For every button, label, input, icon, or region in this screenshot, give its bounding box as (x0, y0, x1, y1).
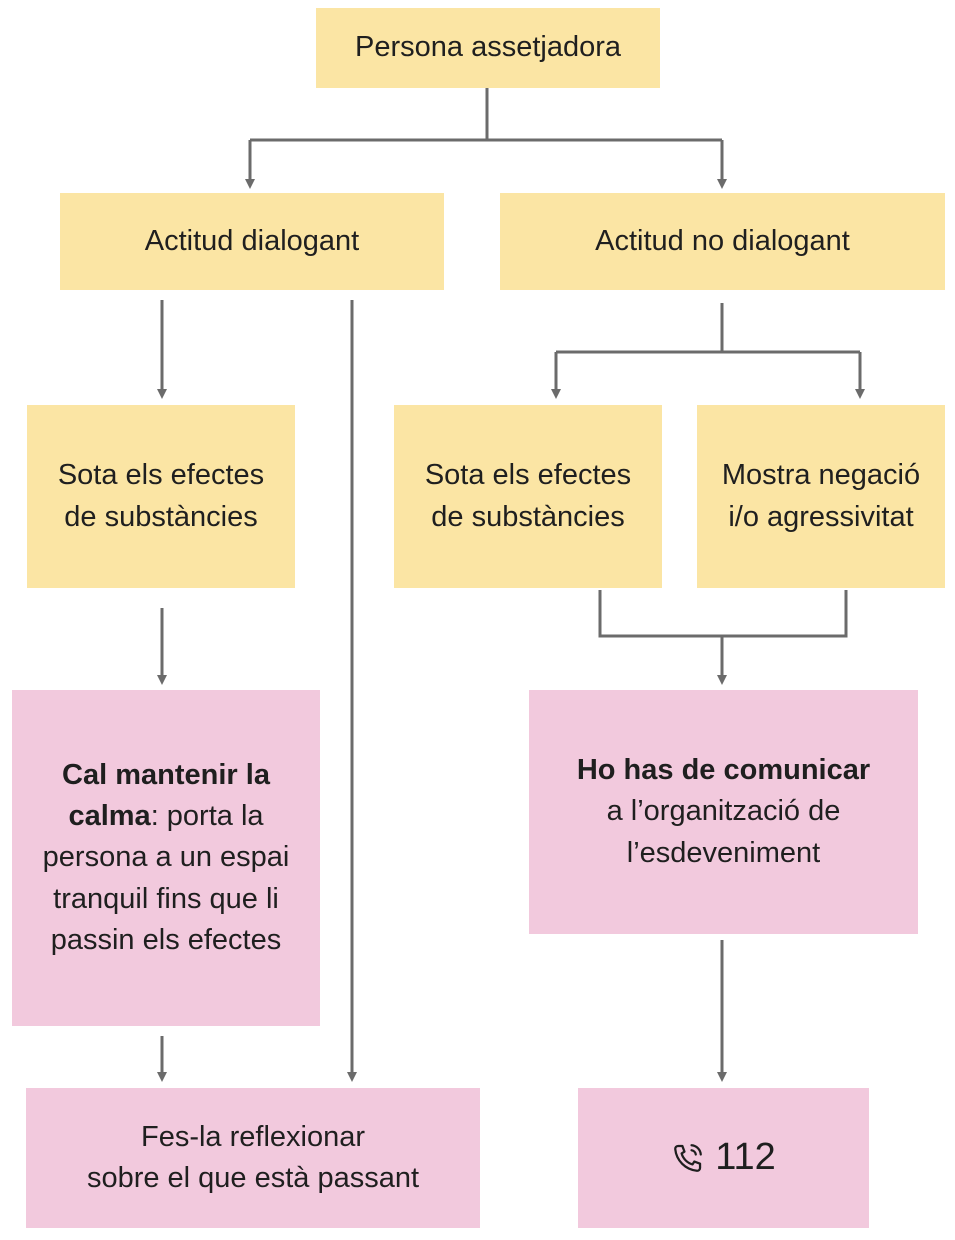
telefon-number: 112 (715, 1136, 776, 1179)
node-persona-assetjadora-text: Persona assetjadora (355, 31, 621, 64)
node-actitud-dialogant-text: Actitud dialogant (144, 224, 360, 257)
node-substancies-right-line2: de substàncies (431, 500, 625, 533)
node-substancies-left-line2: de substàncies (64, 500, 258, 533)
node-substancies-left-line1: Sota els efectes (57, 459, 265, 492)
phone-icon (671, 1141, 705, 1175)
node-substancies-right-line1: Sota els efectes (424, 459, 632, 492)
node-reflexionar-line2: sobre el que està passant (86, 1162, 420, 1194)
node-comunicar-bold: Ho has de comunicar (576, 754, 871, 787)
node-mantenir-calma: Cal mantenir la calma: porta la persona … (12, 690, 320, 1026)
node-persona-assetjadora: Persona assetjadora (316, 8, 660, 88)
connector-no-dialogant-split (556, 303, 860, 354)
node-actitud-no-dialogant: Actitud no dialogant (500, 193, 945, 290)
connector-root-split (250, 88, 722, 142)
node-reflexionar-line1: Fes-la reflexionar (140, 1120, 366, 1153)
node-mantenir-calma-bold: Cal mantenir la calma (62, 759, 270, 833)
node-telefon-112: 112 (578, 1088, 869, 1228)
node-negacio-agressivitat: Mostra negació i/o agressivitat (697, 405, 945, 588)
node-comunicar-line2: a l’organització de (606, 795, 841, 828)
node-mantenir-calma-rest: : porta la persona a un espai tranquil f… (42, 800, 290, 956)
node-substancies-left: Sota els efectes de substàncies (27, 405, 295, 588)
node-actitud-no-dialogant-text: Actitud no dialogant (595, 224, 850, 257)
node-negacio-line2: i/o agressivitat (728, 500, 914, 533)
node-comunicar-line3: l’esdeveniment (626, 836, 821, 869)
node-substancies-right: Sota els efectes de substàncies (394, 405, 662, 588)
node-negacio-line1: Mostra negació (721, 459, 921, 492)
node-actitud-dialogant: Actitud dialogant (60, 193, 444, 290)
node-reflexionar: Fes-la reflexionar sobre el que està pas… (26, 1088, 480, 1228)
connector-merge (598, 590, 848, 638)
node-comunicar: Ho has de comunicar a l’organització de … (529, 690, 918, 934)
